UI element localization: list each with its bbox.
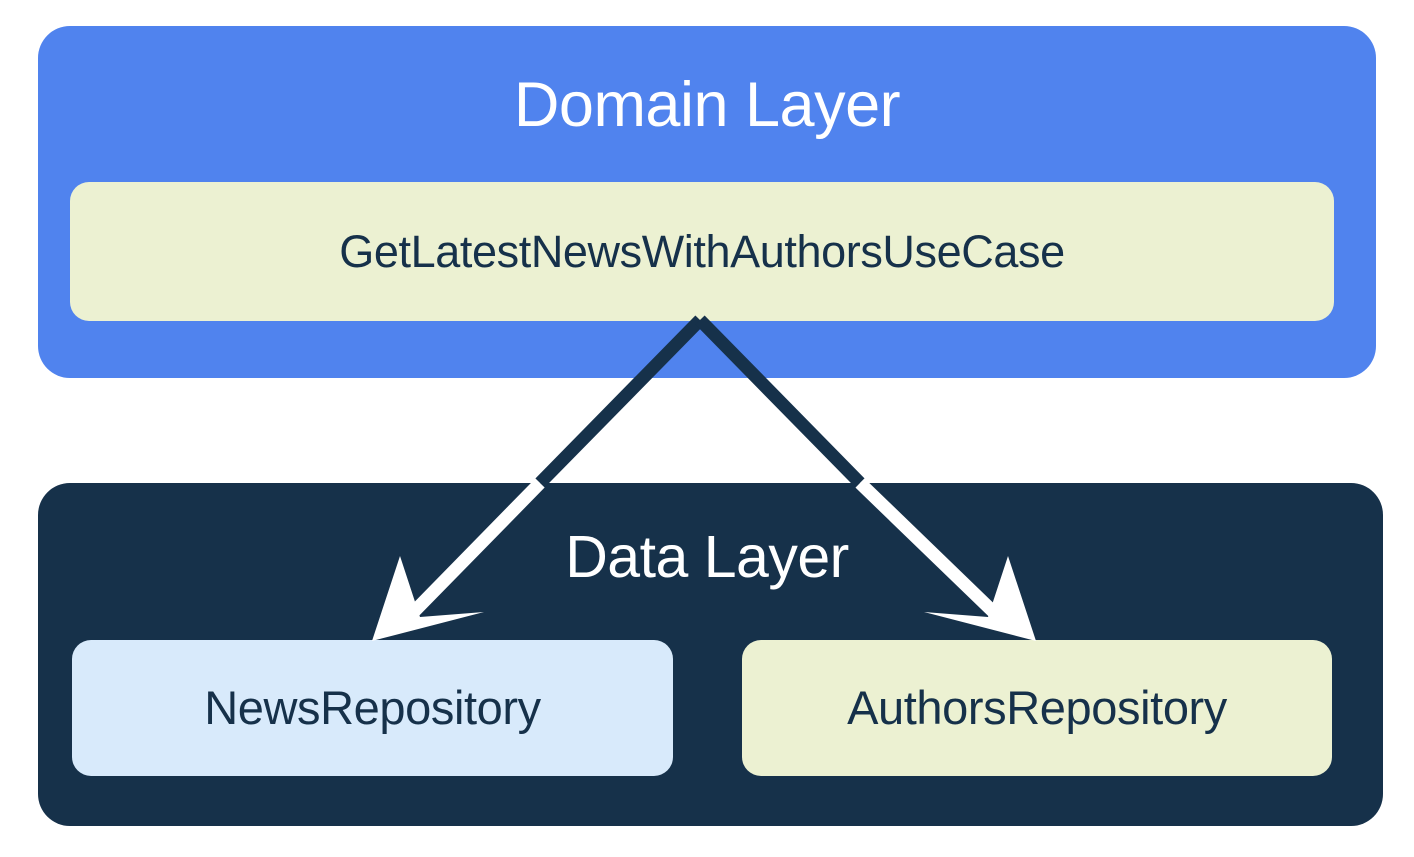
news-repository-card[interactable]: NewsRepository	[72, 640, 673, 776]
news-repository-label: NewsRepository	[204, 681, 541, 735]
domain-layer-title: Domain Layer	[513, 70, 901, 140]
usecase-card[interactable]: GetLatestNewsWithAuthorsUseCase	[70, 182, 1334, 321]
usecase-label: GetLatestNewsWithAuthorsUseCase	[339, 225, 1065, 277]
data-layer-title: Data Layer	[565, 524, 849, 590]
authors-repository-card[interactable]: AuthorsRepository	[742, 640, 1332, 776]
authors-repository-label: AuthorsRepository	[847, 681, 1227, 735]
